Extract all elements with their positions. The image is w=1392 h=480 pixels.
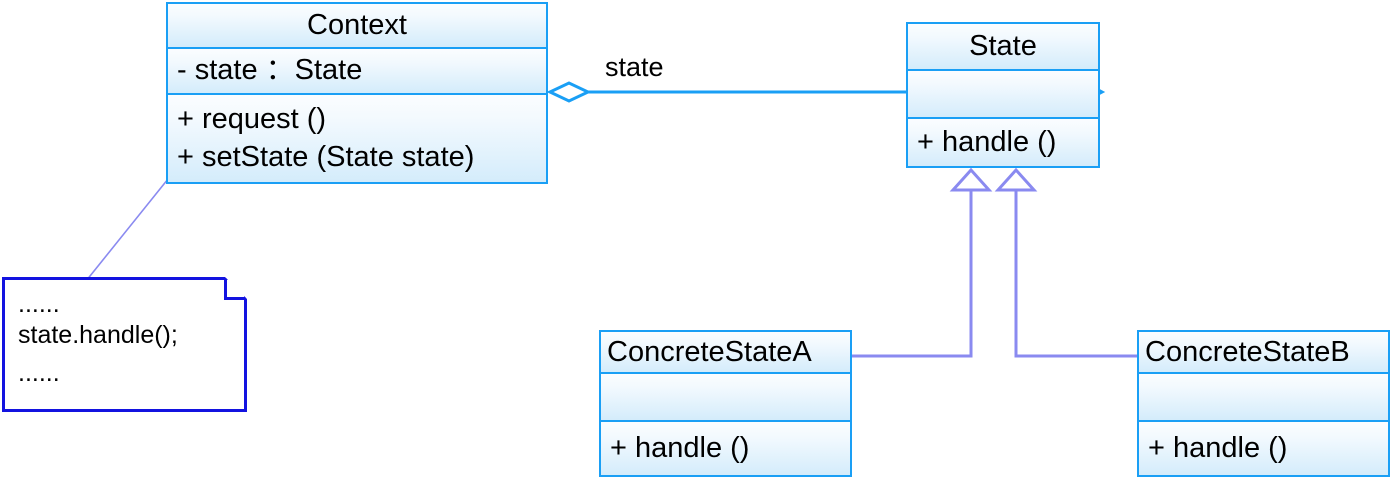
generalization-triangle-icon-a: [949, 167, 993, 192]
uml-class-concrete-state-b[interactable]: ConcreteStateB + handle (): [1137, 330, 1390, 477]
operations-compartment-context: + request () + setState (State state): [168, 95, 546, 182]
note-line: ......: [18, 290, 60, 318]
class-name-state: State: [969, 30, 1037, 62]
uml-class-concrete-state-a[interactable]: ConcreteStateA + handle (): [599, 330, 852, 477]
generalization-triangle-icon-b: [994, 167, 1038, 192]
uml-note-context-request[interactable]: ...... state.handle(); ......: [2, 277, 247, 412]
attribute-item: - state ：State: [177, 54, 363, 87]
note-body: [2, 277, 247, 412]
generalization-concrete-state-b[interactable]: [994, 167, 1137, 358]
class-name-context: Context: [307, 9, 407, 41]
operation-item: + handle (): [917, 125, 1057, 158]
class-name-concrete-state-a: ConcreteStateA: [607, 335, 812, 368]
attributes-compartment-context: - state ：State: [168, 49, 546, 95]
association-label-state: state: [605, 52, 664, 82]
operations-compartment-concrete-state-a: + handle (): [601, 422, 850, 475]
class-name-compartment-concrete-state-a: ConcreteStateA: [601, 332, 850, 374]
operations-compartment-concrete-state-b: + handle (): [1139, 422, 1388, 475]
note-line: ......: [18, 359, 60, 387]
operations-compartment-state: + handle (): [908, 119, 1098, 166]
uml-class-state[interactable]: State + handle (): [906, 22, 1100, 168]
class-name-compartment-context: Context: [168, 4, 546, 49]
attributes-compartment-concrete-state-a: [601, 374, 850, 422]
uml-class-context[interactable]: Context - state ：State + request () + se…: [166, 2, 548, 184]
generalization-line-a: [852, 188, 973, 358]
note-fold-corner-icon: [224, 278, 246, 300]
note-line: state.handle();: [18, 321, 178, 349]
class-name-concrete-state-b: ConcreteStateB: [1145, 335, 1350, 368]
operation-item: + setState (State state): [177, 140, 475, 173]
attributes-compartment-concrete-state-b: [1139, 374, 1388, 422]
attributes-compartment-state: [908, 71, 1098, 119]
operation-item: + handle (): [1148, 431, 1288, 464]
operation-item: + handle (): [610, 431, 750, 464]
note-content: ...... state.handle(); ......: [2, 277, 247, 412]
note-anchor-line: [85, 178, 169, 282]
generalization-line-b: [1014, 188, 1137, 358]
class-name-compartment-state: State: [908, 24, 1098, 71]
aggregation-diamond-icon: [546, 81, 592, 103]
generalization-concrete-state-a[interactable]: [852, 167, 993, 358]
operation-item: + request (): [177, 102, 327, 135]
class-name-compartment-concrete-state-b: ConcreteStateB: [1139, 332, 1388, 374]
